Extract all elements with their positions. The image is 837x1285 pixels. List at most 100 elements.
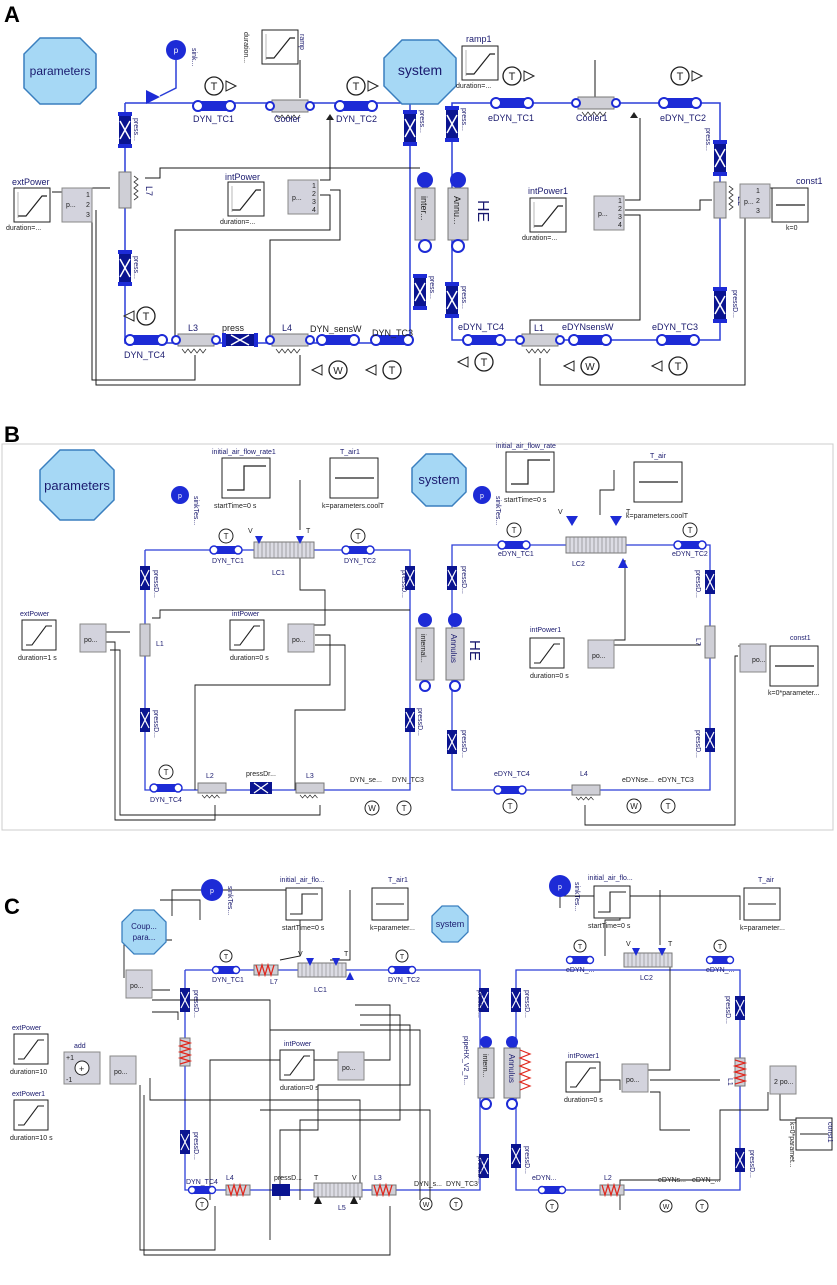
pipe-edyn-tc4[interactable] (493, 785, 527, 795)
w-sensor-dyn[interactable] (419, 1197, 433, 1211)
t-sensor-edyn4[interactable] (695, 1199, 709, 1213)
heater-l2[interactable] (197, 782, 227, 799)
press-right-bottom[interactable] (446, 729, 458, 755)
t-sensor-edyn-tc1[interactable] (506, 522, 522, 538)
pipe-dyn-tc2[interactable] (334, 100, 378, 112)
press-right-bottom[interactable] (444, 281, 460, 319)
press-right-top[interactable] (510, 987, 522, 1013)
lc2-cooler[interactable] (623, 948, 673, 968)
sink-icon[interactable]: p (201, 879, 223, 901)
const-source-icon[interactable] (769, 645, 819, 687)
system-record[interactable]: system (411, 453, 467, 507)
press-he-top[interactable] (402, 109, 418, 147)
pipe-dyn-tc2[interactable] (387, 965, 417, 975)
t-sensor-dyn-tc2[interactable] (346, 76, 379, 96)
coupling-parameters-record[interactable]: Coup... para... (121, 909, 167, 955)
ramp-source-icon[interactable] (279, 1049, 315, 1081)
heater-l4[interactable] (265, 333, 315, 354)
t-sensor-edyn-tc2[interactable] (682, 522, 698, 538)
pipe-dyn-tc2[interactable] (341, 545, 375, 555)
ramp-source-icon[interactable] (229, 619, 265, 651)
pipe-edyn-tc3[interactable] (656, 334, 700, 346)
heater-l1[interactable] (139, 623, 151, 657)
t-sensor-dyn-tc1[interactable] (204, 76, 237, 96)
parameters-record[interactable]: parameters (39, 449, 115, 521)
system-record[interactable]: system (383, 39, 457, 105)
lc2-cooler[interactable] (565, 516, 628, 568)
press-he-bottom[interactable] (404, 707, 416, 733)
pipe-dyn-tc4[interactable] (124, 334, 168, 346)
press-right-col-top[interactable] (734, 995, 746, 1021)
const1-icon[interactable] (771, 187, 809, 223)
heater-l2[interactable] (713, 181, 734, 219)
pressure-drop-mid[interactable] (221, 332, 259, 348)
t-sensor-dyn-tc4[interactable] (123, 306, 156, 326)
pipe-dyn-tc1[interactable] (211, 965, 241, 975)
heater-l7[interactable] (253, 964, 279, 976)
pressd-left-top[interactable] (139, 565, 151, 591)
ramp-source-icon[interactable] (565, 1061, 601, 1093)
press-right-col-bottom[interactable] (704, 727, 716, 753)
t-sensor-edyn-tc4[interactable] (502, 798, 518, 814)
heater-l1[interactable] (515, 333, 565, 354)
pressure-drop-left-bottom[interactable] (117, 249, 133, 287)
t-sensor-edyn-tc3[interactable] (650, 356, 688, 376)
intpower-ramp-icon[interactable] (227, 181, 265, 217)
press-right-top[interactable] (446, 565, 458, 591)
const-source-icon[interactable] (743, 887, 781, 921)
add-block[interactable] (63, 1051, 101, 1085)
heater-l1[interactable] (734, 1057, 746, 1087)
step-source-icon[interactable] (505, 451, 555, 493)
pressd-left-top[interactable] (179, 987, 191, 1013)
ramp-source-icon[interactable] (21, 619, 57, 651)
w-sensor-edyn[interactable] (562, 356, 600, 376)
step-source-icon[interactable] (285, 887, 323, 921)
t-sensor-edyn-tc2[interactable] (670, 66, 703, 86)
heater-red-left[interactable] (179, 1037, 191, 1067)
pipe-edyn2[interactable] (705, 955, 735, 965)
pipe-dyn-tc1[interactable] (192, 100, 236, 112)
w-sensor-dyn[interactable] (364, 800, 380, 816)
w-sensor-dyn[interactable] (310, 360, 348, 380)
extpower-ramp-icon[interactable] (13, 187, 51, 223)
sink-icon[interactable]: p (549, 875, 571, 897)
pipe-edyn1[interactable] (565, 955, 595, 965)
press-he-bottom[interactable] (412, 273, 428, 311)
t-sensor-dyn-tc2[interactable] (395, 949, 409, 963)
pipe-edyn-tc2[interactable] (658, 97, 702, 109)
const-source-icon[interactable] (329, 457, 379, 499)
t-sensor-dyn-tc3[interactable] (364, 360, 402, 380)
press-right-col-top[interactable] (704, 569, 716, 595)
heater-l7[interactable] (704, 625, 716, 659)
parameters-record[interactable]: parameters (23, 37, 97, 105)
heater-l7[interactable] (118, 171, 139, 209)
pipe-edyn-tc4[interactable] (462, 334, 506, 346)
t-sensor-dyn-tc1[interactable] (218, 528, 234, 544)
l5-cooler[interactable] (313, 1182, 363, 1204)
lc1-cooler[interactable] (297, 958, 354, 980)
ramp1-source-icon[interactable] (461, 45, 499, 81)
heater-l3[interactable] (171, 333, 221, 354)
heater-l4[interactable] (571, 784, 601, 801)
ramp-source-icon[interactable] (13, 1033, 49, 1065)
intpower1-ramp-icon[interactable] (529, 197, 567, 233)
t-sensor-edyn-tc1[interactable] (502, 66, 535, 86)
pipe-dyn-tc4[interactable] (149, 783, 183, 793)
pressd-left-bottom[interactable] (139, 707, 151, 733)
pipe-edyn-tc1[interactable] (497, 540, 531, 550)
press-right-bottom[interactable] (510, 1143, 522, 1169)
pressd-left-bottom[interactable] (179, 1129, 191, 1155)
heater-l4[interactable] (225, 1184, 251, 1196)
pressure-drop-left-top[interactable] (117, 111, 133, 149)
heater-l3[interactable] (371, 1184, 397, 1196)
lc1-cooler[interactable] (253, 536, 315, 559)
t-sensor-dyn-tc2[interactable] (350, 528, 366, 544)
w-sensor-edyn[interactable] (659, 1199, 673, 1213)
w-sensor-edyn[interactable] (626, 798, 642, 814)
sink-icon[interactable] (166, 40, 186, 60)
pipe-edyn3[interactable] (537, 1185, 567, 1195)
pressd-right[interactable] (712, 286, 728, 324)
heat-exchanger-icon[interactable] (415, 613, 465, 692)
pressure-drop-mid[interactable] (272, 1184, 290, 1196)
ramp-source-icon[interactable] (529, 637, 565, 669)
